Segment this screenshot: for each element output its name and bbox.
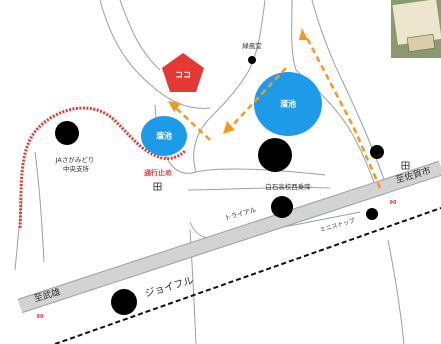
pond-east [254,72,322,136]
inset-photo [391,0,441,58]
pond-west [141,116,187,156]
walk-arrow-north [304,35,382,189]
inset-photo-sign [406,33,436,53]
ministop-label: ミニストップ [319,217,356,234]
road-closed-label: 通行止め [144,168,172,177]
road-center-east [291,0,297,71]
road-southeast [387,239,405,344]
railway-line [54,207,441,344]
ryokufudo-label: 緑風堂 [242,41,262,50]
post-office-icon [153,161,410,191]
dot-joyful [111,289,137,315]
road-upper-left-outer [99,0,211,109]
closed-path-line [18,106,188,229]
road-upper-left-inner [119,0,161,71]
pond-west-label: 溜池 [156,131,172,141]
road-south [189,229,197,344]
dot-ministop [366,208,378,220]
orange-dashed-arrow-icon [175,35,382,189]
route-number-a: 90 [390,200,397,206]
ja-label: JAさがみどり 中央支所 [55,155,97,173]
school-bus-stop-label: 白石高校西乗降 [265,182,311,191]
pond-east-label: 溜池 [280,99,296,109]
trial-label: トライアル [224,206,258,223]
road-school-south [187,186,331,191]
inset-photo-paper [392,0,441,45]
main-road [17,160,441,314]
road-west-2 [14,199,23,271]
walk-arrow-heads [168,28,308,134]
ja-label-line2: 中央支所 [63,164,90,173]
dot-ja [55,121,79,145]
black-dot-icon [55,56,384,315]
dot-trial [271,196,293,218]
road-west-1 [34,151,45,263]
road-center-west [193,0,266,173]
ja-label-line1: JAさがみどり [55,155,95,164]
dot-school [258,138,292,172]
walk-arrow-to-here [175,107,211,141]
walk-arrow-to-pond [229,67,287,129]
here-label: ココ [175,71,191,80]
joyful-label: ジョイフル [144,275,195,299]
dot-ryokufudo [248,56,256,64]
pentagon-marker-icon [162,53,204,92]
route-number-b: 90 [37,314,44,320]
dot-east [370,145,384,159]
